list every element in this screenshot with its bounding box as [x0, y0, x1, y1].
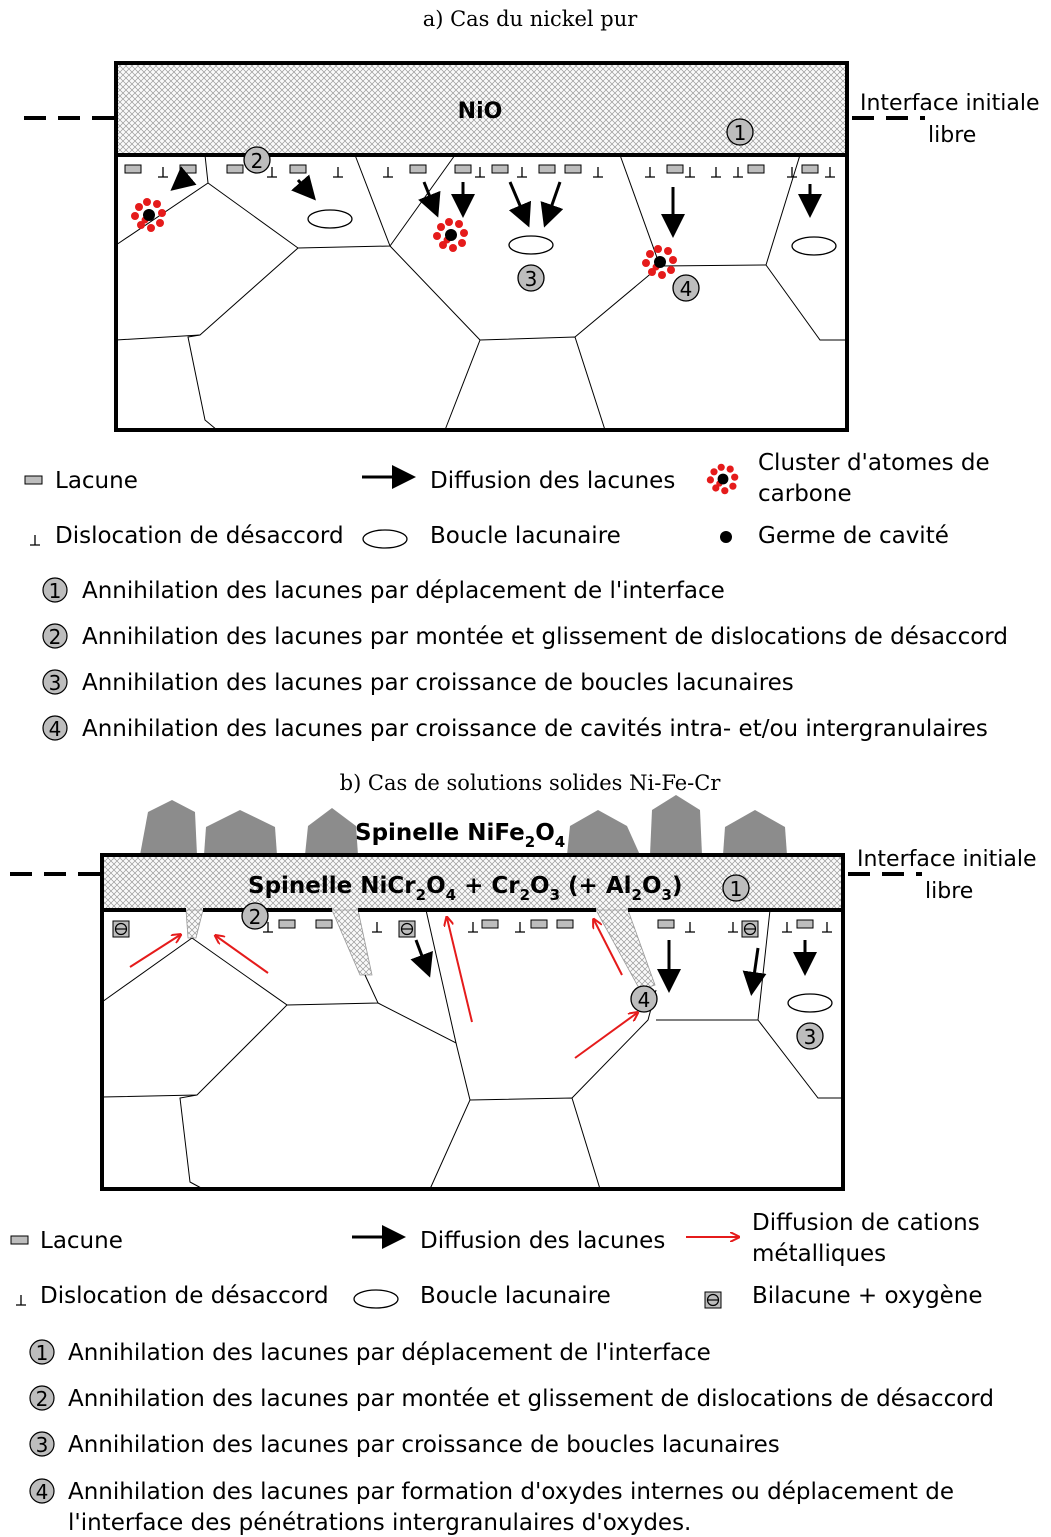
mechanism-item: 4 Annihilation des lacunes par formation …	[29, 1478, 954, 1536]
part-b-mechanism-list: 1 Annihilation des lacunes par déplacemen…	[29, 1339, 994, 1536]
part-b-marker-3: 3	[796, 1022, 824, 1050]
svg-text:2: 2	[251, 149, 264, 173]
part-a-interface-label: Interface initiale libre	[860, 91, 1040, 148]
legend-vacancy-icon	[10, 1235, 29, 1245]
svg-text:Annihilation des lacunes par f: Annihilation des lacunes par formation d…	[68, 1479, 954, 1505]
svg-text:Cluster d'atomes de: Cluster d'atomes de	[758, 450, 990, 476]
legend-vacancy-icon	[24, 475, 43, 485]
mechanism-item: 1 Annihilation des lacunes par déplacemen…	[42, 577, 725, 604]
part-a-marker-4: 4	[672, 274, 700, 302]
svg-text:4: 4	[680, 277, 693, 301]
legend-loop-icon	[362, 529, 408, 549]
svg-text:Annihilation des lacunes par d: Annihilation des lacunes par déplacement…	[82, 578, 725, 604]
svg-text:Bilacune + oxygène: Bilacune + oxygène	[752, 1283, 983, 1309]
part-a-legend: Lacune Diffusion des lacunes Cluster d'a…	[24, 450, 990, 549]
part-b-legend: Lacune Diffusion des lacunes Diffusion d…	[10, 1210, 983, 1309]
legend-loop-icon	[353, 1289, 399, 1309]
svg-text:Diffusion des lacunes: Diffusion des lacunes	[420, 1228, 665, 1254]
svg-text:Interface initiale: Interface initiale	[860, 91, 1040, 116]
part-b-frame	[100, 853, 845, 1191]
mechanism-item: 3 Annihilation des lacunes par croissance…	[29, 1431, 780, 1458]
mechanism-item: 2 Annihilation des lacunes par montée et …	[29, 1385, 994, 1412]
svg-text:Dislocation de désaccord: Dislocation de désaccord	[40, 1283, 329, 1309]
legend-bilacune-icon	[704, 1291, 722, 1309]
svg-text:3: 3	[525, 267, 538, 291]
nio-label: NiO	[458, 99, 503, 124]
part-a-frame	[114, 61, 849, 432]
part-b-oxide-layer: Spinelle NiCr2O4 + Cr2O3 (+ Al2O3)	[102, 855, 843, 910]
part-b-interface-label: Interface initiale libre	[857, 847, 1037, 904]
legend-cluster-icon	[706, 463, 739, 495]
svg-text:libre: libre	[928, 123, 976, 148]
svg-text:2: 2	[49, 625, 62, 649]
part-a-marker-1: 1	[726, 118, 754, 146]
svg-text:Germe de cavité: Germe de cavité	[758, 523, 949, 549]
svg-text:Annihilation des lacunes par c: Annihilation des lacunes par croissance …	[82, 716, 988, 742]
svg-text:4: 4	[638, 988, 651, 1012]
part-a-oxide-layer: NiO	[116, 63, 847, 155]
legend-dislocation-icon	[29, 534, 41, 546]
svg-text:1: 1	[730, 877, 743, 901]
part-a-carbon-clusters	[131, 198, 677, 279]
part-b-spinel-crystals	[140, 795, 787, 855]
part-a-grain-boundaries	[115, 154, 847, 431]
svg-text:Diffusion des lacunes: Diffusion des lacunes	[430, 468, 675, 494]
part-b-title: b) Cas de solutions solides Ni-Fe-Cr	[340, 771, 722, 795]
svg-text:3: 3	[36, 1433, 49, 1457]
mechanism-item: 2 Annihilation des lacunes par montée et …	[42, 623, 1008, 650]
svg-text:1: 1	[49, 579, 62, 603]
spinel-nife2o4-label: Spinelle NiFe2O4	[355, 820, 565, 851]
legend-germ-icon	[720, 531, 732, 543]
part-a-vacancy-loops	[307, 209, 837, 256]
part-b-vacancy-loop	[787, 993, 833, 1013]
legend-dislocation-icon	[15, 1294, 27, 1306]
part-b-marker-2: 2	[241, 902, 269, 930]
part-b-grain-boundaries	[101, 909, 843, 1190]
spinel-nicr2o4-label: Spinelle NiCr2O4 + Cr2O3 (+ Al2O3)	[248, 873, 682, 904]
svg-text:Annihilation des lacunes par c: Annihilation des lacunes par croissance …	[68, 1432, 780, 1458]
svg-text:libre: libre	[925, 879, 973, 904]
svg-text:Annihilation des lacunes par m: Annihilation des lacunes par montée et g…	[68, 1386, 994, 1412]
part-a-vacancy-diffusion-arrows	[170, 166, 822, 238]
svg-text:3: 3	[804, 1025, 817, 1049]
mechanism-item: 3 Annihilation des lacunes par croissance…	[42, 669, 794, 696]
svg-text:Boucle lacunaire: Boucle lacunaire	[420, 1283, 611, 1309]
svg-text:Lacune: Lacune	[55, 468, 138, 494]
svg-text:carbone: carbone	[758, 481, 852, 507]
part-a-marker-2: 2	[243, 146, 271, 174]
svg-text:Annihilation des lacunes par c: Annihilation des lacunes par croissance …	[82, 670, 794, 696]
mechanism-item: 1 Annihilation des lacunes par déplacemen…	[29, 1339, 711, 1366]
svg-text:Interface initiale: Interface initiale	[857, 847, 1037, 872]
svg-text:métalliques: métalliques	[752, 1241, 886, 1267]
svg-text:4: 4	[49, 717, 62, 741]
svg-text:Annihilation des lacunes par m: Annihilation des lacunes par montée et g…	[82, 624, 1008, 650]
part-b-marker-1: 1	[722, 874, 750, 902]
svg-text:l'interface des pénétrations i: l'interface des pénétrations intergranul…	[68, 1510, 691, 1536]
part-a-mechanism-list: 1 Annihilation des lacunes par déplacemen…	[42, 577, 1008, 742]
svg-text:Boucle lacunaire: Boucle lacunaire	[430, 523, 621, 549]
svg-text:Diffusion de cations: Diffusion de cations	[752, 1210, 980, 1236]
svg-text:3: 3	[49, 671, 62, 695]
part-a-vacancies	[124, 164, 819, 174]
svg-text:Lacune: Lacune	[40, 1228, 123, 1254]
part-b-cation-diffusion-arrows	[129, 918, 637, 1059]
part-b-intergranular-oxide-penetrations	[185, 909, 656, 991]
svg-text:4: 4	[36, 1480, 49, 1504]
svg-text:2: 2	[249, 905, 262, 929]
svg-text:1: 1	[734, 121, 747, 145]
svg-text:1: 1	[36, 1341, 49, 1365]
mechanism-item: 4 Annihilation des lacunes par croissance…	[42, 715, 988, 742]
part-b-vacancy-diffusion-arrows	[410, 939, 817, 996]
part-a-marker-3: 3	[517, 264, 545, 292]
svg-text:Dislocation de désaccord: Dislocation de désaccord	[55, 523, 344, 549]
part-b-marker-4: 4	[630, 985, 658, 1013]
svg-text:2: 2	[36, 1387, 49, 1411]
svg-text:Annihilation des lacunes par d: Annihilation des lacunes par déplacement…	[68, 1340, 711, 1366]
part-a-title: a) Cas du nickel pur	[423, 7, 639, 31]
